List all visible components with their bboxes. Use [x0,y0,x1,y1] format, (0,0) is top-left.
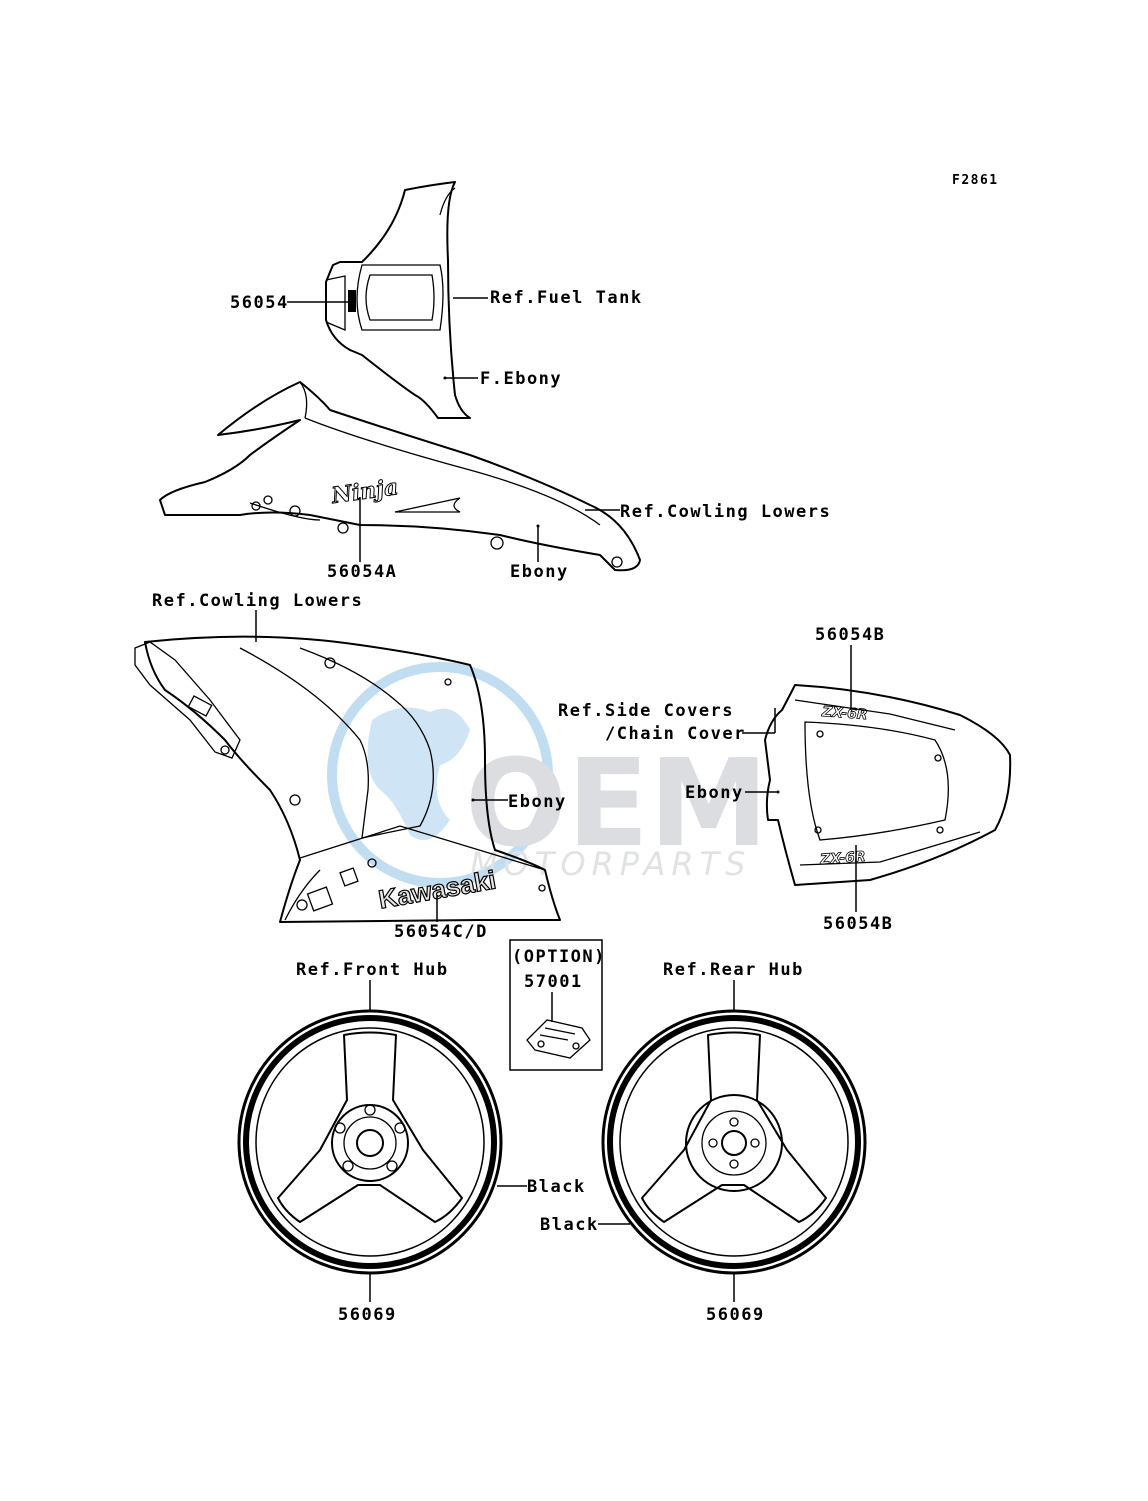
option-label: (OPTION) [512,947,606,967]
watermark-sub-text: MOTORPARTS [470,845,751,883]
watermark-globe-land [367,707,470,840]
watermark-globe-icon [327,662,553,888]
seat-cowl-part: ZX-6R ZX-6R [764,684,1012,886]
part-number-56054cd: 56054C/D [394,922,488,942]
part-number-56069-rear: 56069 [706,1305,765,1325]
part-number-57001: 57001 [524,972,583,992]
upper-cowling-part: Ninja [159,381,641,572]
ebony-label-2: Ebony [508,792,567,812]
figure-id: F2861 [952,173,999,188]
ref-rear-hub-label: Ref.Rear Hub [663,960,804,980]
zx-decal-text-bottom: ZX-6R [819,849,867,868]
tool-part [526,1019,591,1059]
ebony-label-3: Ebony [685,783,744,803]
ref-front-hub-label: Ref.Front Hub [296,960,449,980]
ref-cowling-lowers-label-2: Ref.Cowling Lowers [152,591,363,611]
part-number-56054a: 56054A [327,562,397,582]
ref-fuel-tank-label: Ref.Fuel Tank [490,288,643,308]
part-number-56054: 56054 [230,293,289,313]
part-number-56069-front: 56069 [338,1305,397,1325]
black-label-2: Black [540,1215,599,1235]
ref-side-covers-label: Ref.Side Covers [558,701,734,721]
chain-cover-label: /Chain Cover [605,724,746,744]
option-box: (OPTION) 57001 [509,939,606,1071]
watermark-main-text: OEM [465,735,768,874]
rear-wheel-part [601,1009,867,1275]
watermark: OEM MOTORPARTS [327,662,768,888]
black-label-1: Black [527,1177,586,1197]
fuel-tank-cover-part [325,181,471,419]
part-number-56054b-bottom: 56054B [823,914,893,934]
zx-decal-text-top: ZX-6R [821,704,869,723]
part-number-56054b-top: 56054B [815,625,885,645]
front-wheel-part [237,1009,503,1275]
f-ebony-label: F.Ebony [480,369,562,389]
ebony-label-1: Ebony [510,562,569,582]
ninja-decal-text: Ninja [329,474,400,509]
ref-cowling-lowers-label-1: Ref.Cowling Lowers [620,502,831,522]
